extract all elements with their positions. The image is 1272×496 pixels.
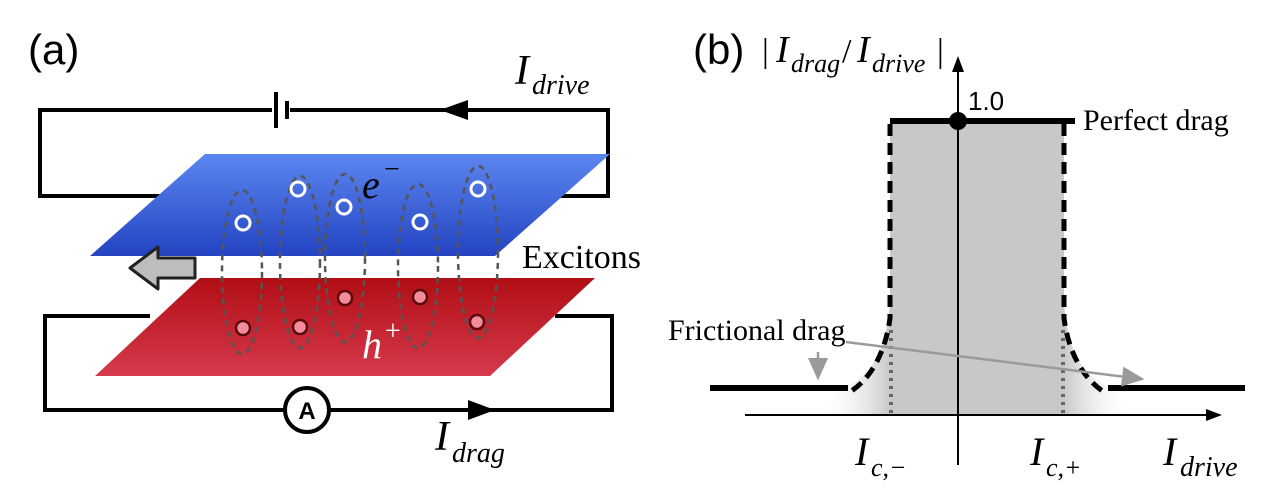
unity-point <box>949 112 967 130</box>
frictional-drag-label: Frictional drag <box>668 314 845 347</box>
svg-text:drive: drive <box>872 49 925 78</box>
drive-current-label: I drive <box>514 48 590 101</box>
hole-layer <box>95 278 595 376</box>
battery-icon <box>274 92 289 128</box>
ic-minus-label: I c,− <box>854 429 907 482</box>
critical-dotted-lines <box>889 330 1065 415</box>
x-axis-label: I drive <box>1162 429 1238 483</box>
svg-text:I: I <box>434 414 451 460</box>
panel-b-label: (b) <box>693 26 744 73</box>
x-axis-arrow-icon <box>1206 409 1222 421</box>
ammeter-icon: A <box>283 386 331 434</box>
electron-label: e − <box>362 154 400 207</box>
perfect-drag-region <box>890 121 1064 415</box>
arrow-left-icon <box>128 245 197 291</box>
svg-text:c,−: c,− <box>871 453 907 482</box>
svg-text:I: I <box>1029 429 1045 474</box>
svg-text:|: | <box>937 33 944 70</box>
transition-dashes <box>848 124 1106 395</box>
svg-text:drive: drive <box>1180 452 1238 483</box>
svg-text:I: I <box>775 29 791 71</box>
svg-text:A: A <box>298 398 315 425</box>
hole-particles <box>234 288 486 337</box>
drag-current-label: I drag <box>434 414 505 469</box>
panel-a-label: (a) <box>28 26 79 73</box>
perfect-drag-label: Perfect drag <box>1083 104 1229 137</box>
hole-label: h + <box>362 316 401 367</box>
panel-a: (a) I drive A I drag <box>28 26 641 469</box>
exciton-loops <box>220 164 500 356</box>
svg-text:|: | <box>762 33 769 70</box>
svg-text:−: − <box>384 154 400 185</box>
y-axis-arrow-icon <box>952 56 964 72</box>
frictional-fade-right <box>1064 300 1134 415</box>
drive-arrow-icon <box>440 100 468 120</box>
svg-text:I: I <box>856 29 872 71</box>
svg-text:I: I <box>514 48 531 94</box>
electron-particles <box>234 180 487 232</box>
tick-1-label: 1.0 <box>968 86 1004 116</box>
svg-text:e: e <box>362 162 380 207</box>
drag-arrow-icon <box>468 400 495 420</box>
y-axis-label: | I drag / I drive | <box>762 29 944 78</box>
frictional-fade-left <box>820 300 890 415</box>
svg-text:I: I <box>854 429 870 474</box>
svg-text:drag: drag <box>452 438 505 469</box>
svg-text:drag: drag <box>791 49 840 78</box>
svg-text:+: + <box>385 316 401 347</box>
svg-text:c,+: c,+ <box>1046 453 1082 482</box>
ic-plus-label: I c,+ <box>1029 429 1082 482</box>
panel-b: (b) 1.0 Perfect drag Frictional drag <box>668 26 1245 483</box>
svg-text:I: I <box>1162 429 1178 474</box>
excitons-label: Excitons <box>522 239 641 276</box>
frictional-pointer-right <box>845 340 1145 387</box>
svg-text:/: / <box>842 33 852 70</box>
svg-text:drive: drive <box>532 70 590 101</box>
svg-text:h: h <box>362 322 382 367</box>
